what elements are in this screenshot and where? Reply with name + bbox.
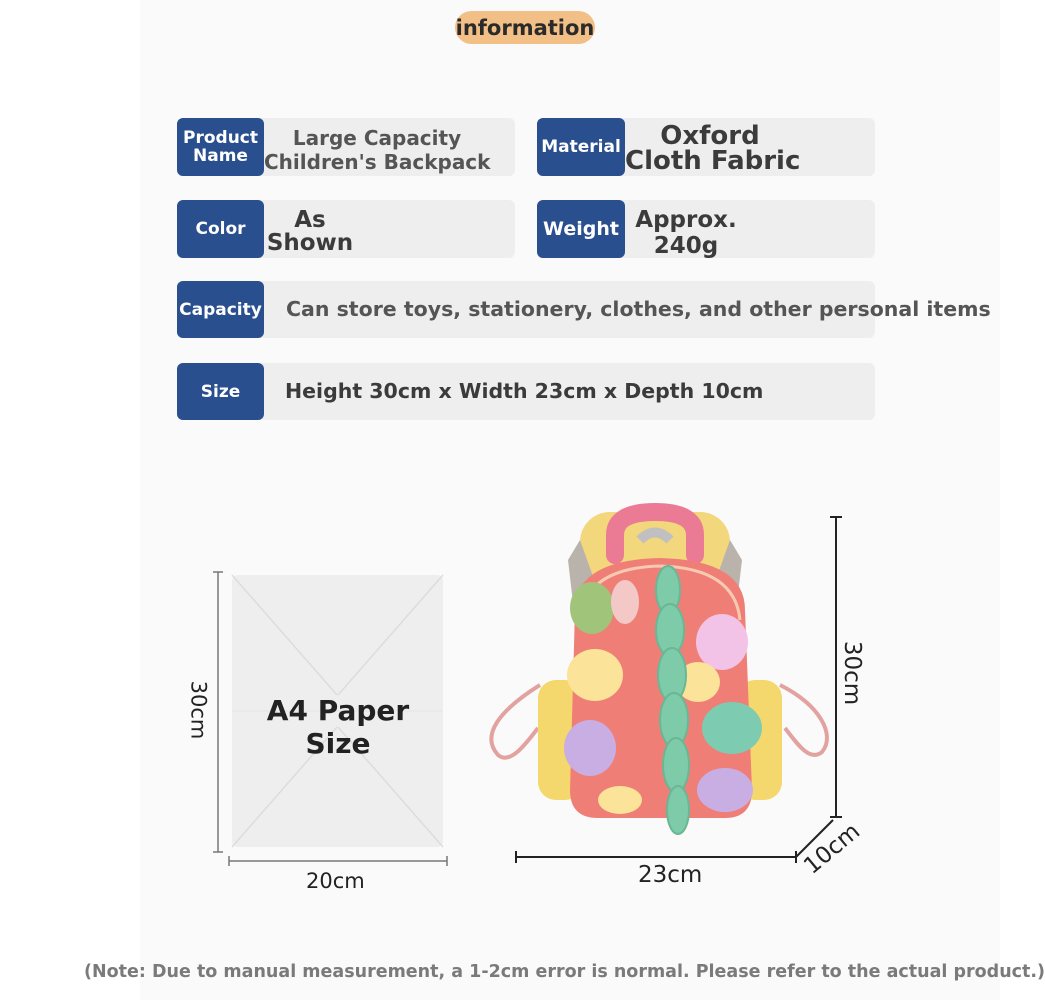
a4-paper (231, 574, 444, 848)
color-label: Color (177, 200, 264, 258)
dimension-lines (213, 516, 842, 866)
a4-paper-fold-lines (231, 574, 444, 848)
a4-width-label: 20cm (306, 869, 365, 893)
capacity-label: Capacity (177, 281, 264, 338)
material-value-line1: Oxford (660, 121, 760, 151)
material-value-line2: Cloth Fabric (625, 146, 801, 176)
section-title: information (455, 11, 595, 44)
measurement-note: (Note: Due to manual measurement, a 1-2c… (84, 962, 1045, 982)
a4-paper-label: A4 Paper Size (266, 694, 410, 760)
weight-value-line1: Approx. (635, 207, 737, 233)
size-value: Height 30cm x Width 23cm x Depth 10cm (285, 379, 764, 403)
weight-label: Weight (537, 200, 625, 258)
bag-width-label: 23cm (638, 862, 703, 888)
color-value-line1: As (294, 207, 326, 233)
bag-height-label: 30cm (839, 640, 866, 706)
capacity-value: Can store toys, stationery, clothes, and… (286, 297, 991, 321)
backpack-image (489, 502, 829, 835)
weight-value-line2: 240g (653, 233, 719, 259)
size-row (177, 363, 875, 420)
product-name-value-line1: Large Capacity (292, 126, 462, 150)
size-label: Size (177, 363, 264, 420)
a4-height-label: 30cm (186, 680, 211, 740)
product-name-label: Product Name (177, 118, 264, 176)
product-name-value-line2: Children's Backpack (264, 150, 491, 174)
material-label: Material (537, 118, 625, 176)
capacity-row (177, 281, 875, 338)
color-value-line2: Shown (266, 230, 354, 256)
